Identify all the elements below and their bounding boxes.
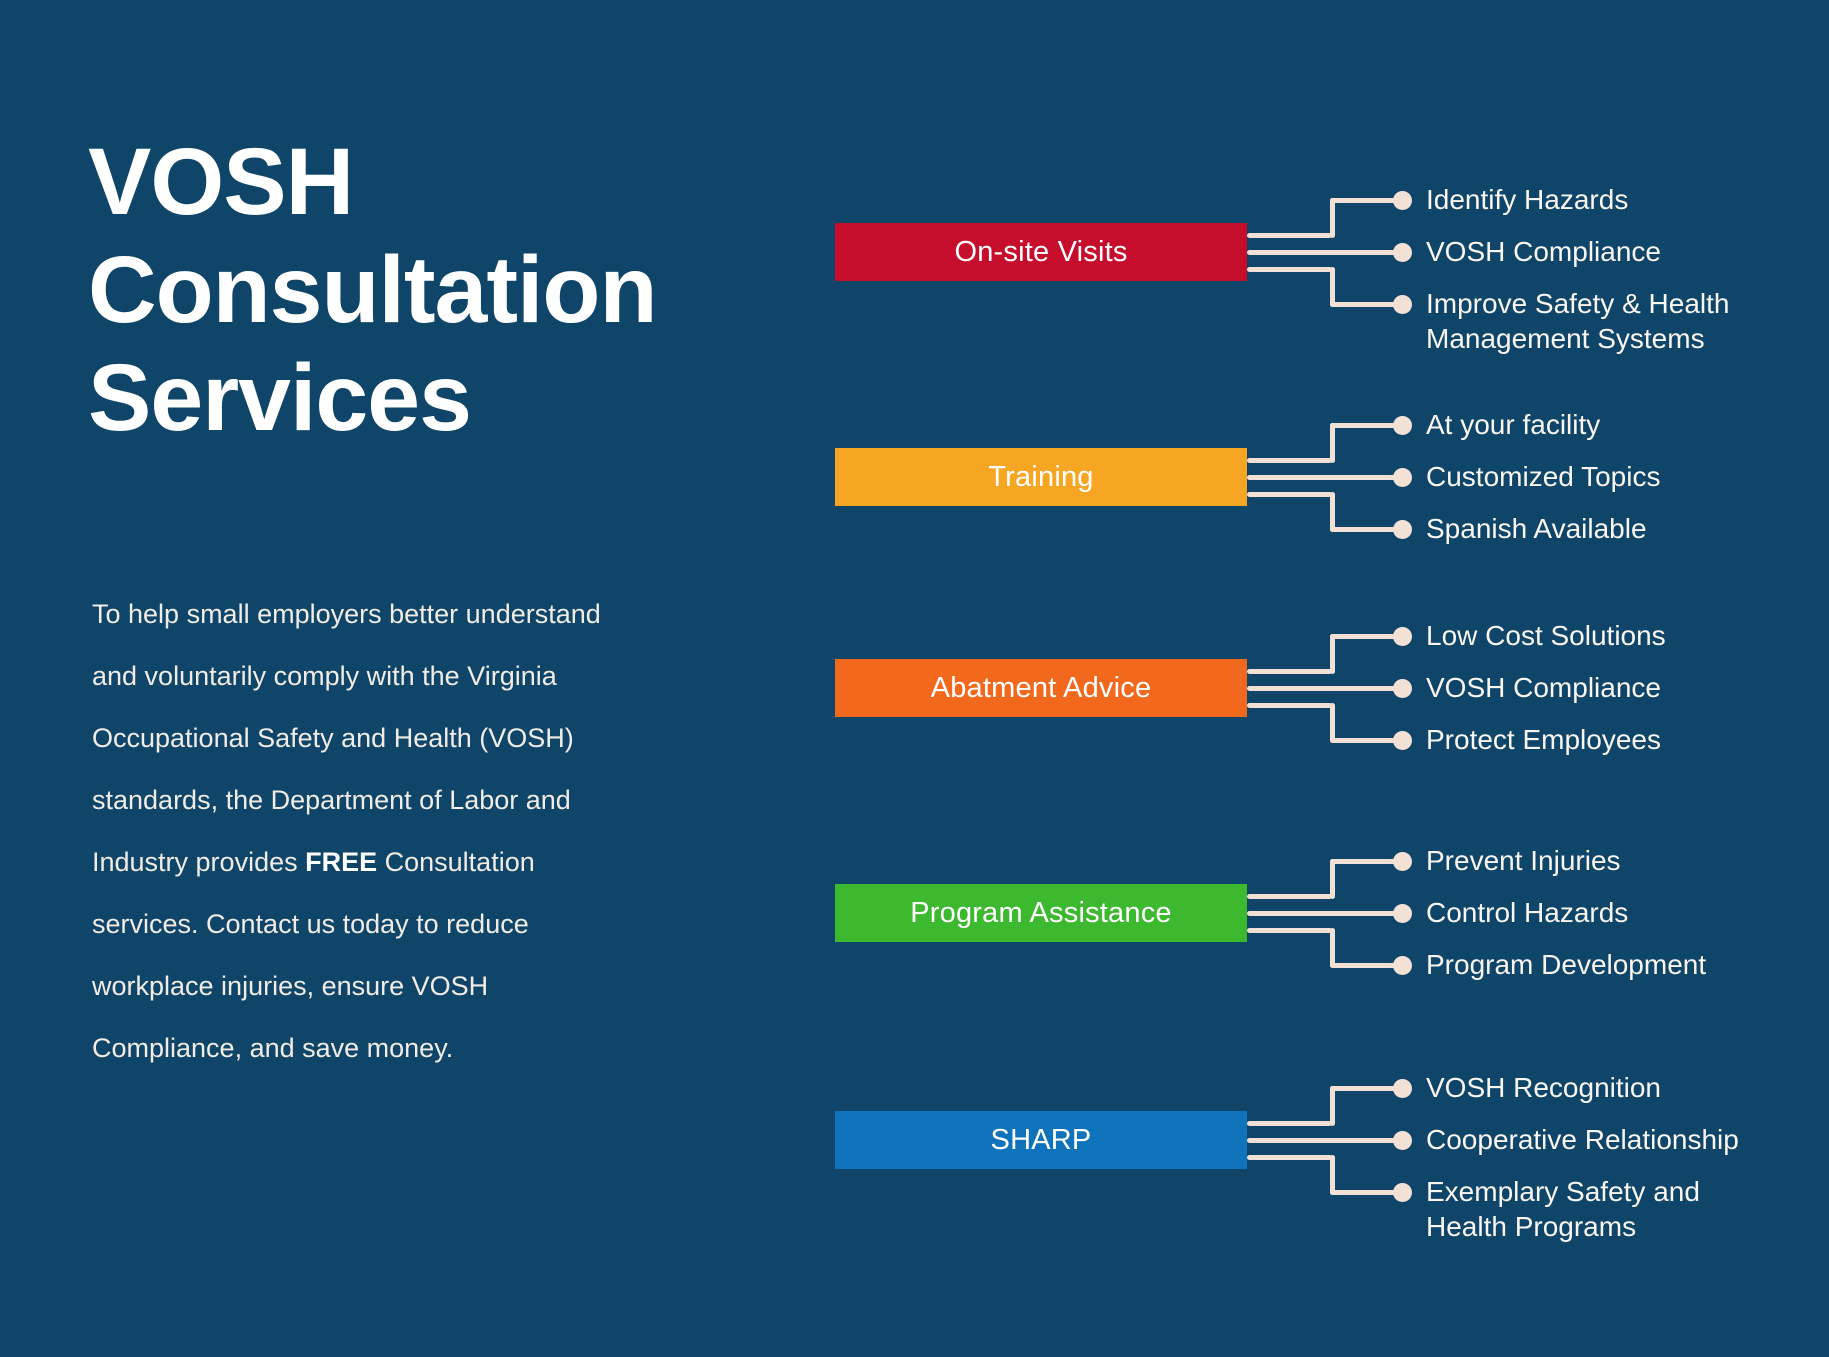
connector-line xyxy=(1329,962,1402,968)
bullet-text: Identify Hazards xyxy=(1426,184,1629,215)
bullet-dot xyxy=(1392,626,1412,646)
bullet-dot xyxy=(1392,294,1412,314)
bullet-dot xyxy=(1392,678,1412,698)
bullet-dot xyxy=(1392,730,1412,750)
connector-elbow xyxy=(1329,633,1335,674)
connector-line xyxy=(1329,1189,1402,1195)
intro-text-before: To help small employers better understan… xyxy=(92,599,601,877)
connector-line xyxy=(1247,685,1402,691)
connector-elbow xyxy=(1329,1154,1335,1195)
bullet-text: Low Cost Solutions xyxy=(1426,620,1666,651)
connector-elbow xyxy=(1329,702,1335,743)
bullet-text: Spanish Available xyxy=(1426,513,1647,544)
bullet-dot xyxy=(1392,415,1412,435)
bullet-dot xyxy=(1392,903,1412,923)
service-box-abatement-advice: Abatment Advice xyxy=(835,659,1247,717)
bullet-text: Program Development xyxy=(1426,949,1707,980)
connector-line xyxy=(1329,422,1402,428)
connector-line xyxy=(1247,893,1332,899)
page-title-line-2: Consultation xyxy=(88,237,657,343)
service-box-sharp: SHARP xyxy=(835,1111,1247,1169)
bullet-text: Customized Topics xyxy=(1426,461,1661,492)
page-title: VOSH Consultation Services xyxy=(88,128,657,452)
page-title-line-3: Services xyxy=(88,345,472,451)
bullet-text: VOSH Compliance xyxy=(1426,672,1661,703)
connector-line xyxy=(1247,474,1402,480)
connector-line xyxy=(1329,526,1402,532)
bullet-dot xyxy=(1392,1182,1412,1202)
connector-line xyxy=(1247,927,1332,933)
bullet-dot xyxy=(1392,519,1412,539)
connector-elbow xyxy=(1329,197,1335,238)
service-label-sharp: SHARP xyxy=(990,1123,1092,1156)
service-label-training: Training xyxy=(988,460,1094,493)
bullet-dot xyxy=(1392,955,1412,975)
connector-line xyxy=(1247,491,1332,497)
service-box-program-assistance: Program Assistance xyxy=(835,884,1247,942)
connector-line xyxy=(1247,1137,1402,1143)
connector-line xyxy=(1329,858,1402,864)
bullet-dot xyxy=(1392,190,1412,210)
connector-line xyxy=(1329,197,1402,203)
intro-paragraph: To help small employers better understan… xyxy=(92,583,632,1079)
page-title-line-1: VOSH xyxy=(88,129,354,235)
connector-line xyxy=(1329,633,1402,639)
connector-line xyxy=(1329,1085,1402,1091)
connector-line xyxy=(1247,1154,1332,1160)
bullet-text: At your facility xyxy=(1426,409,1601,440)
connector-elbow xyxy=(1329,858,1335,899)
intro-text-after: Consultation services. Contact us today … xyxy=(92,847,535,1063)
service-box-on-site-visits: On-site Visits xyxy=(835,223,1247,281)
connector-line xyxy=(1247,1120,1332,1126)
intro-bold-word: FREE xyxy=(305,847,378,877)
bullet-text: Control Hazards xyxy=(1426,897,1629,928)
bullet-text: VOSH Recognition xyxy=(1426,1072,1662,1103)
connector-elbow xyxy=(1329,422,1335,463)
bullet-dot xyxy=(1392,1130,1412,1150)
connector-line xyxy=(1247,910,1402,916)
bullet-text: Protect Employees xyxy=(1426,724,1661,755)
bullet-dot xyxy=(1392,851,1412,871)
connector-line xyxy=(1247,249,1402,255)
connector-line xyxy=(1329,301,1402,307)
connector-line xyxy=(1247,702,1332,708)
service-label-abatement-advice: Abatment Advice xyxy=(930,671,1152,704)
bullet-text: VOSH Compliance xyxy=(1426,236,1661,267)
connector-elbow xyxy=(1329,266,1335,307)
connector-line xyxy=(1247,457,1332,463)
service-label-program-assistance: Program Assistance xyxy=(910,896,1172,929)
bullet-text: Exemplary Safety and Health Programs xyxy=(1426,1176,1700,1242)
service-box-training: Training xyxy=(835,448,1247,506)
service-label-on-site-visits: On-site Visits xyxy=(954,235,1128,268)
bullet-dot xyxy=(1392,1078,1412,1098)
connector-line xyxy=(1247,232,1332,238)
connector-elbow xyxy=(1329,491,1335,532)
bullet-dot xyxy=(1392,467,1412,487)
bullet-text: Cooperative Relationship xyxy=(1426,1124,1739,1155)
connector-line xyxy=(1247,668,1332,674)
connector-line xyxy=(1329,737,1402,743)
bullet-text: Prevent Injuries xyxy=(1426,845,1621,876)
connector-line xyxy=(1247,266,1332,272)
connector-elbow xyxy=(1329,927,1335,968)
bullet-dot xyxy=(1392,242,1412,262)
bullet-text: Improve Safety & Health Management Syste… xyxy=(1426,288,1730,354)
connector-elbow xyxy=(1329,1085,1335,1126)
